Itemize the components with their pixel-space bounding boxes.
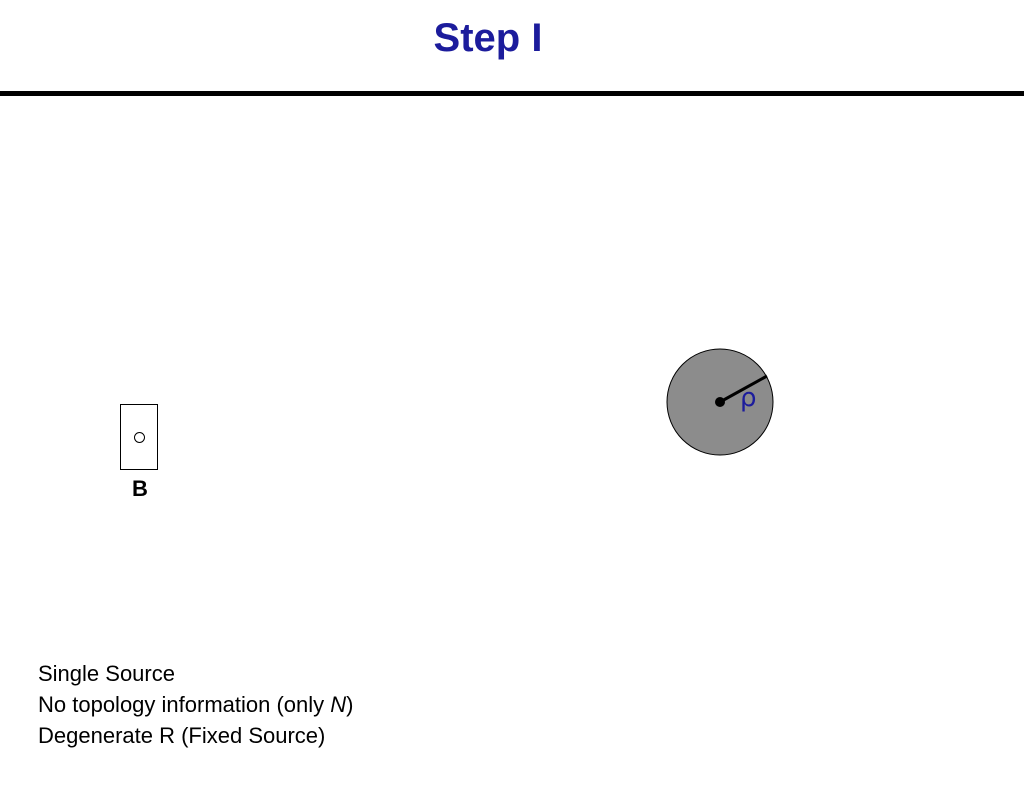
notes-block: Single Source No topology information (o…	[38, 658, 353, 751]
radius-symbol: ρ	[740, 383, 757, 413]
node-b-point	[134, 432, 145, 443]
note-line-2-suffix: )	[346, 692, 354, 717]
page-title: Step I	[433, 16, 543, 60]
radius-disk	[666, 348, 774, 456]
title-divider	[0, 91, 1024, 96]
radius-line	[719, 374, 768, 404]
node-b-box	[120, 404, 158, 470]
note-line-2-var: N	[330, 692, 347, 717]
note-line-1: Single Source	[38, 661, 175, 686]
note-line-2-prefix: No topology information (only	[38, 692, 331, 717]
center-point	[715, 397, 725, 407]
note-line-3: Degenerate R (Fixed Source)	[38, 723, 326, 748]
node-b-label: B	[132, 476, 148, 501]
note-line-2: No topology information (only N)	[38, 689, 353, 720]
